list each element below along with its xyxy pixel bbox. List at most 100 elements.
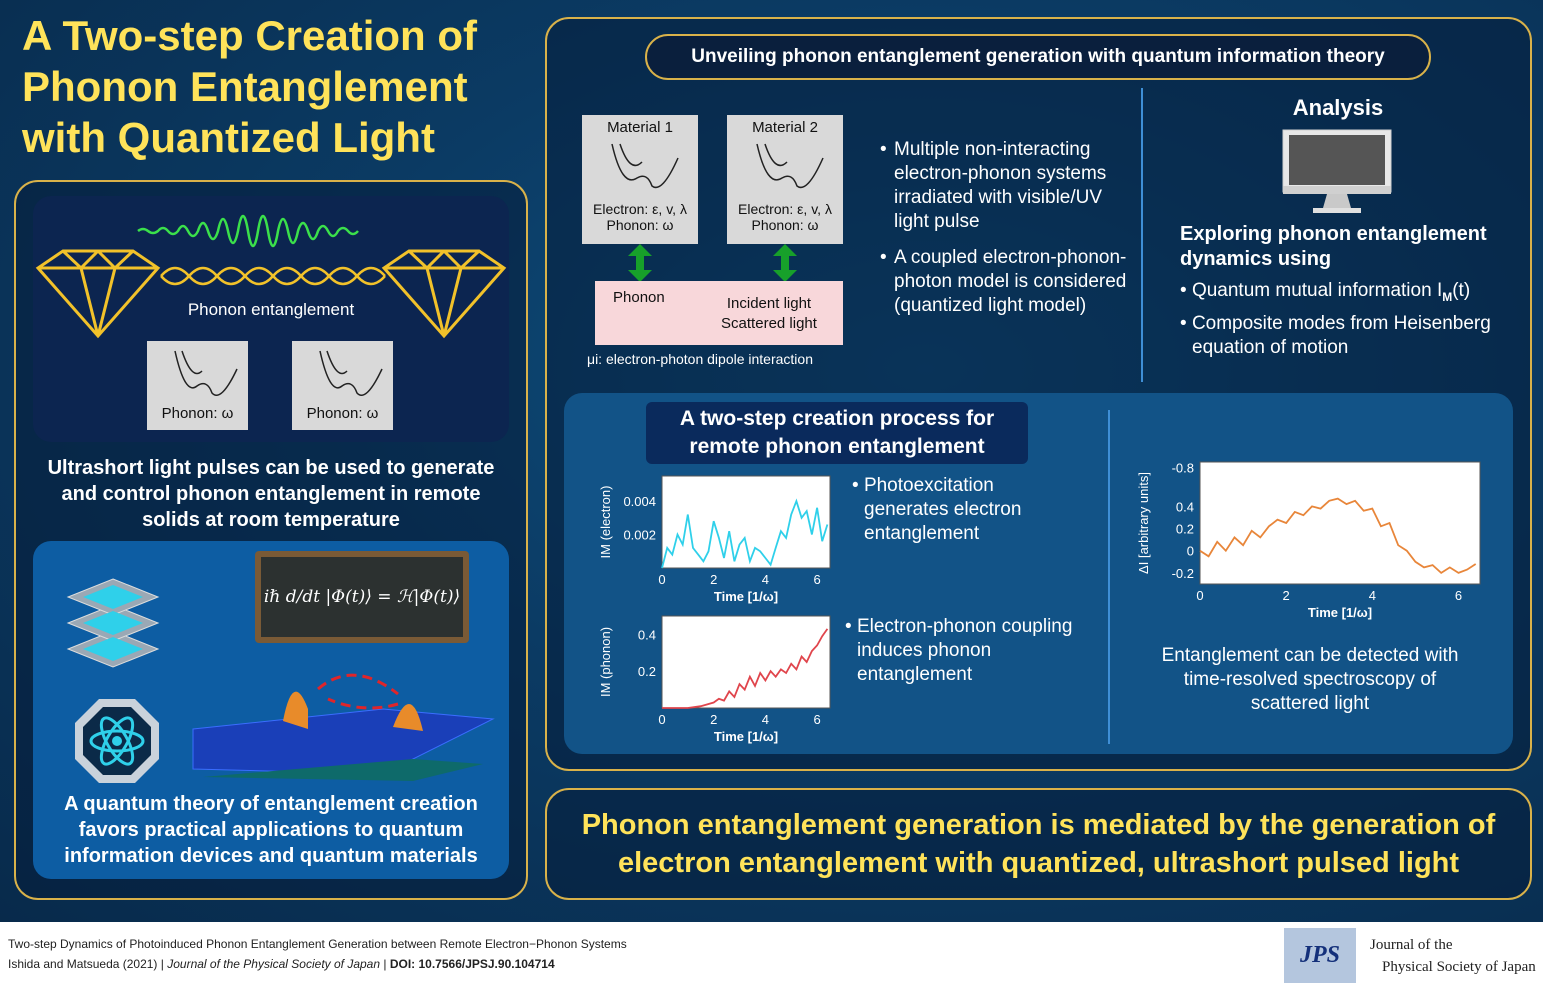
x-tick-label: 4 <box>1369 588 1376 603</box>
x-tick-label: 0 <box>658 712 665 727</box>
x-tick-label: 2 <box>710 572 717 587</box>
x-axis-label: Time [1/ω] <box>1308 605 1372 620</box>
phonon-entanglement-label: Phonon entanglement <box>187 300 355 319</box>
phonon-box-left: Phonon: ω <box>147 341 248 430</box>
paper-title: Two-step Dynamics of Photoinduced Phonon… <box>8 937 627 951</box>
journal-name: Journal of the Physical Society of Japan <box>167 957 381 971</box>
process-title: A two-step creation process for remote p… <box>646 402 1028 464</box>
atom-chip-icon <box>75 699 159 783</box>
bullet-dot: • <box>1180 313 1192 334</box>
wave-surface-graphic <box>192 673 495 781</box>
bullet-dot: • <box>845 616 857 637</box>
material-1-phonon: Phonon: ω <box>606 217 674 233</box>
potential-curve-icon <box>611 143 679 189</box>
photoexcitation-text: Photoexcitation generates electron entan… <box>863 475 1022 544</box>
divider-line <box>1141 88 1143 382</box>
model-bullet-1: Multiple non-interacting electron-phonon… <box>880 138 1130 234</box>
y-tick-label: 0.002 <box>623 528 656 543</box>
phonon-box-right-label: Phonon: ω <box>306 405 379 422</box>
double-arrow-icon <box>773 244 797 282</box>
y-axis-label: IM (electron) <box>598 486 613 559</box>
material-2-electron: Electron: ε, v, λ <box>738 201 832 217</box>
x-tick-label: 2 <box>1283 588 1290 603</box>
model-bullet-list: Multiple non-interacting electron-phonon… <box>880 138 1130 330</box>
y-tick-label: 0.2 <box>1176 522 1194 537</box>
material-1-box: Material 1 Electron: ε, v, λ Phonon: ω <box>582 115 698 244</box>
coupling-text: Electron-phonon coupling induces phonon … <box>856 616 1073 685</box>
potential-curve-icon <box>319 350 383 396</box>
left-caption-2: A quantum theory of entanglement creatio… <box>64 793 478 867</box>
separator: | <box>160 957 168 971</box>
potential-curve-icon <box>756 143 824 189</box>
coupling-phonon-label: Phonon <box>613 289 665 306</box>
authors: Ishida and Matsueda (2021) <box>8 957 158 971</box>
y-axis-label: IM (phonon) <box>598 627 613 697</box>
divider-line <box>1108 410 1110 744</box>
y-tick-label: 0.4 <box>638 627 656 642</box>
diamond-left-icon <box>35 249 161 339</box>
phonon-box-left-label: Phonon: ω <box>161 405 234 422</box>
citation-line: Ishida and Matsueda (2021) | Journal of … <box>8 957 1258 971</box>
series-line <box>662 628 829 709</box>
right-panel-header: Unveiling phonon entanglement generation… <box>645 34 1431 80</box>
diamond-entanglement-graphic <box>35 214 507 339</box>
photoexcitation-bullet: • Photoexcitation generates electron ent… <box>852 474 1052 546</box>
plot-area <box>661 475 831 569</box>
x-tick-label: 6 <box>1455 588 1462 603</box>
bullet-dot: • <box>1180 280 1192 301</box>
analysis-bullet-1-sub: M <box>1442 289 1453 304</box>
quantum-applications-illustration: iℏ d/dt |Φ(t)⟩ = ℋ|Φ(t)⟩ <box>33 541 509 879</box>
x-tick-label: 4 <box>762 712 769 727</box>
journal-logo-text-1: Journal of the <box>1370 937 1453 953</box>
material-2-box: Material 2 Electron: ε, v, λ Phonon: ω <box>727 115 843 244</box>
material-1-electron: Electron: ε, v, λ <box>593 201 687 217</box>
separator: | <box>383 957 390 971</box>
double-arrow-icon <box>628 244 652 282</box>
material-2-phonon: Phonon: ω <box>751 217 819 233</box>
conclusion-text: Phonon entanglement generation is mediat… <box>581 809 1496 879</box>
left-caption-1: Ultrashort light pulses can be used to g… <box>47 457 495 531</box>
doi: DOI: 10.7566/JPSJ.90.104714 <box>389 957 555 971</box>
poster: A Two-step Creation of Phonon Entangleme… <box>0 0 1543 922</box>
chalkboard: iℏ d/dt |Φ(t)⟩ = ℋ|Φ(t)⟩ <box>255 551 469 643</box>
diamond-right-icon <box>381 249 507 339</box>
footer: Two-step Dynamics of Photoinduced Phonon… <box>8 937 1258 971</box>
coupling-scattered-label: Scattered light <box>721 315 817 332</box>
x-axis-label: Time [1/ω] <box>714 729 778 744</box>
journal-logo-text-2: Physical Society of Japan <box>1382 959 1536 975</box>
conclusion-banner: Phonon entanglement generation is mediat… <box>545 788 1532 900</box>
y-tick-label: 0.4 <box>1176 499 1194 514</box>
plot-area <box>1199 461 1481 585</box>
analysis-bullet-1-main: Quantum mutual information I <box>1191 280 1443 301</box>
schrodinger-equation: iℏ d/dt |Φ(t)⟩ = ℋ|Φ(t)⟩ <box>261 557 463 637</box>
jps-logo: JPS <box>1284 928 1356 983</box>
dipole-note: μi: electron-photon dipole interaction <box>587 351 813 367</box>
x-axis-label: Time [1/ω] <box>714 589 778 604</box>
light-pulse-wave <box>137 214 359 248</box>
y-tick-label: 0.004 <box>623 494 656 509</box>
plot-area <box>661 615 831 709</box>
analysis-bullet-2: • Composite modes from Heisenberg equati… <box>1180 312 1500 360</box>
y-tick-label: -0.2 <box>1172 566 1194 581</box>
x-tick-label: 4 <box>762 572 769 587</box>
coupling-bullet: • Electron-phonon coupling induces phono… <box>845 615 1095 687</box>
coupling-box: Phonon Incident light Scattered light <box>595 281 843 345</box>
poster-title: A Two-step Creation of Phonon Entangleme… <box>22 12 477 161</box>
analysis-bullet-1: • Quantum mutual information IM(t) <box>1180 280 1520 304</box>
x-tick-label: 6 <box>813 712 820 727</box>
detection-caption: Entanglement can be detected with time-r… <box>1161 645 1459 714</box>
model-bullet-2: A coupled electron-phonon-photon model i… <box>880 246 1130 318</box>
series-line <box>1199 497 1477 575</box>
material-1-title: Material 1 <box>607 119 673 136</box>
analysis-bullet-2-text: Composite modes from Heisenberg equation… <box>1191 313 1491 358</box>
phonon-box-right: Phonon: ω <box>292 341 393 430</box>
y-tick-label: 0.2 <box>638 664 656 679</box>
y-tick-label: 0 <box>1187 544 1194 559</box>
bullet-dot: • <box>852 475 864 496</box>
analysis-subtitle: Exploring phonon entanglement dynamics u… <box>1180 223 1487 270</box>
potential-curve-icon <box>174 350 238 396</box>
analysis-title: Analysis <box>1292 95 1384 120</box>
